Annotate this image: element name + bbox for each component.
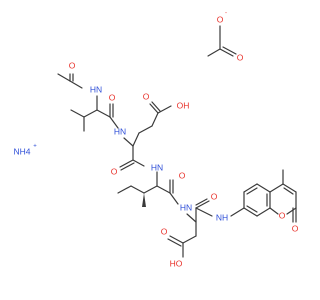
ile-nh-label: HN (151, 162, 163, 172)
asp-oh-label: HO (170, 258, 183, 268)
molecule-structure: O - O O HN O HN OH O O (13, 11, 299, 269)
isoleucine-group (117, 171, 179, 207)
acetyl-cn-bond (69, 80, 83, 89)
ile-methyl-wedge (142, 193, 146, 207)
val-ca-c-bond (96, 109, 111, 118)
acetate-o-minus-label: O (217, 14, 224, 24)
glu-cg-cd-bond (151, 112, 159, 127)
coum-p2 (282, 183, 297, 193)
acetate-charge-label: - (225, 11, 227, 17)
asp-n-ca-bond (186, 213, 197, 223)
val-co-o-label: O (109, 92, 116, 102)
amide-nh-label: NH (216, 212, 228, 222)
coum-b6-double (246, 205, 258, 213)
coum-n-c7-bond (230, 207, 245, 217)
ile-cb-cg1-bond (130, 185, 145, 194)
glu-n-ca-bond (123, 137, 134, 147)
glu-oh-label: OH (177, 100, 190, 110)
coum-b5 (256, 207, 271, 217)
acetyl-ch3-bond (57, 73, 71, 82)
acetyl-o-label: O (69, 60, 76, 70)
glu-side-o-label: O (143, 91, 150, 101)
coum-b2-double (246, 187, 258, 195)
coumarin-group (230, 169, 297, 223)
coum-p1 (269, 183, 284, 193)
asp-c-nh-bond (195, 207, 213, 217)
ammonium-charge-label: + (33, 144, 37, 150)
asp-co-o-label: O (211, 191, 218, 201)
glu-nh-label: HN (114, 126, 126, 136)
acetate-group (207, 25, 237, 57)
asp-co-bond (195, 200, 210, 209)
glu-co-double (120, 162, 135, 171)
asp-cb-cg-bond (182, 235, 197, 244)
glu-co-bond (119, 159, 134, 168)
glu-ca-cb-bond (132, 132, 140, 147)
ile-cg1-cd-bond (117, 185, 132, 194)
asp-cg-o-bond (169, 235, 184, 244)
glu-cd-o-double (151, 101, 161, 112)
coum-b3 (256, 183, 271, 193)
glu-cd-o-bond (149, 103, 159, 114)
coum-lactone-o-label: O (292, 223, 299, 233)
val-cb-cg1-bond (70, 109, 85, 118)
ile-ca-cb-bond (143, 185, 158, 194)
acetate-o-label: O (237, 52, 244, 62)
coum-ring-o-label: O (279, 210, 286, 220)
glu-cd-oh-bond (157, 105, 172, 114)
glutamate-group (119, 101, 172, 171)
glu-cb-cg-bond (138, 125, 153, 134)
coum-p5 (269, 207, 279, 215)
molecule-canvas: O - O O HN O HN OH O O (13, 11, 299, 269)
acetate-ch3-bond (207, 48, 221, 57)
acetate-c-o2-bond (219, 48, 234, 57)
coum-b6 (243, 207, 258, 217)
acetate-double-bond (222, 46, 237, 55)
coum-p4 (286, 207, 297, 215)
asp-cg-o-double (167, 238, 182, 247)
val-ca-cb-bond (83, 109, 98, 118)
ammonium-label: NH4 (13, 146, 30, 156)
asp-side-o-label: O (161, 226, 168, 236)
glu-c-n-bond (132, 159, 145, 167)
acetyl-valine-group (57, 73, 119, 132)
asp-nh-label: HN (180, 202, 192, 212)
val-c-n-bond (109, 116, 119, 129)
glu-co-o-label: O (111, 166, 118, 176)
asp-co-double (195, 198, 208, 206)
ile-ca-c-bond (156, 185, 171, 194)
ile-co-o-label: O (179, 170, 186, 180)
acetyl-nh-label: HN (90, 84, 102, 94)
ile-c-n-bond (169, 192, 179, 205)
coum-b2 (243, 183, 258, 193)
coum-p2-double (283, 187, 294, 195)
aspartate-group (167, 198, 213, 258)
